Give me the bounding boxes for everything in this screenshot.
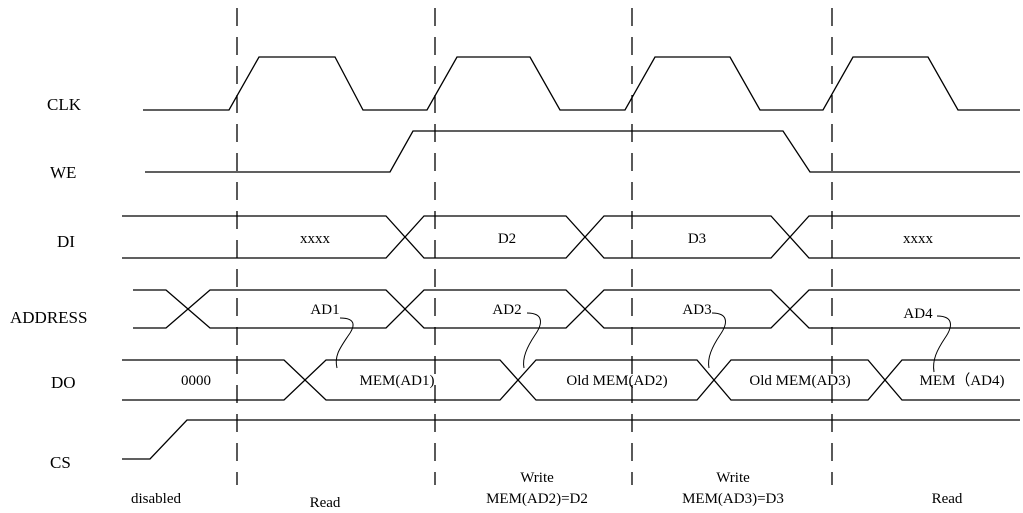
phase-write-2-title: Write	[520, 470, 554, 486]
do-value-1: 0000	[181, 373, 211, 389]
phase-read-2: Read	[932, 491, 963, 507]
cs-waveform	[122, 419, 1020, 460]
we-label: WE	[50, 163, 76, 182]
cs-label: CS	[50, 453, 71, 472]
clk-label: CLK	[47, 95, 82, 114]
di-value-4: xxxx	[903, 231, 934, 247]
address-to-do-arrow-4	[933, 315, 951, 373]
di-value-2: D2	[498, 231, 516, 247]
di-label: DI	[57, 232, 75, 251]
do-bus	[122, 359, 1020, 401]
do-value-4: Old MEM(AD3)	[749, 373, 850, 389]
phase-read-1: Read	[310, 495, 341, 511]
address-to-do-arrow-2	[523, 312, 541, 369]
we-waveform	[145, 130, 1020, 173]
do-value-5: MEM（AD4)	[920, 372, 1005, 389]
address-value-2: AD2	[492, 302, 521, 318]
phase-write-3-detail: MEM(AD3)=D3	[682, 491, 784, 507]
address-value-1: AD1	[310, 302, 339, 318]
phase-disabled: disabled	[131, 491, 181, 507]
di-value-1: xxxx	[300, 231, 331, 247]
phase-write-2-detail: MEM(AD2)=D2	[486, 491, 588, 507]
do-label: DO	[51, 373, 76, 392]
address-to-do-arrow-1	[335, 317, 354, 369]
do-value-2: MEM(AD1)	[360, 373, 435, 389]
di-bus	[122, 215, 1020, 259]
di-value-3: D3	[688, 231, 706, 247]
phase-write-3-title: Write	[716, 470, 750, 486]
address-bus	[133, 289, 1020, 329]
address-value-4: AD4	[903, 306, 933, 322]
clk-waveform	[143, 56, 1020, 111]
address-label: ADDRESS	[10, 308, 87, 327]
address-value-3: AD3	[682, 302, 711, 318]
address-to-do-arrow-3	[708, 312, 726, 369]
do-value-3: Old MEM(AD2)	[566, 373, 667, 389]
